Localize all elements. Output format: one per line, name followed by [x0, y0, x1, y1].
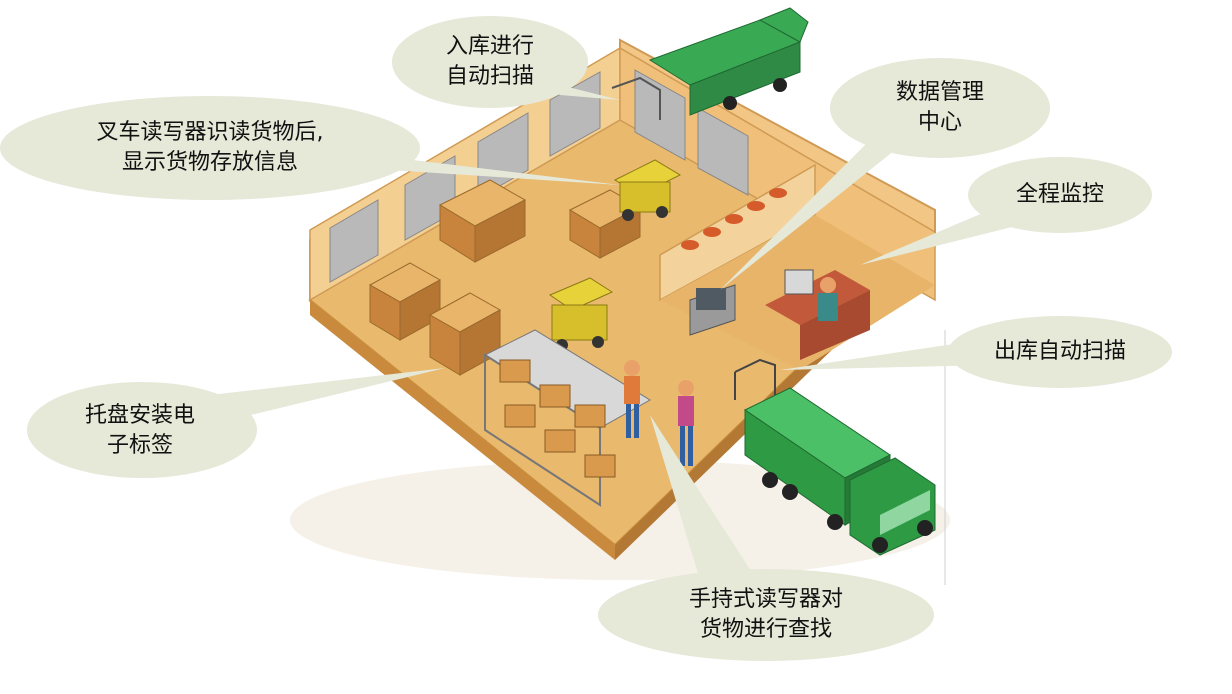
floor-edge-left: [310, 300, 615, 560]
callout-forklift-reader-line1: 叉车读写器识读货物后,: [96, 120, 324, 145]
worker-two: [624, 360, 640, 438]
callout-pallet-tag-line1: 托盘安装电: [84, 403, 195, 428]
callout-forklift-reader: 叉车读写器识读货物后, 显示货物存放信息: [20, 108, 400, 188]
shelf-goods: [681, 188, 787, 250]
callout-pallet-tag-line2: 子标签: [106, 433, 173, 458]
callout-bubbles: [0, 16, 1172, 661]
pallet-stack-4: [428, 292, 502, 376]
callout-handheld-reader: 手持式读写器对货物进行查找: [606, 575, 926, 655]
front-truck: [744, 387, 936, 556]
callout-inbound-scan: 入库进行自动扫描: [392, 22, 588, 102]
callout-forklift-reader-line2: 显示货物存放信息: [121, 150, 298, 175]
pallet-stack-3: [368, 262, 442, 341]
callout-pallet-tag: 托盘安装电子标签: [40, 392, 240, 470]
callout-inbound-scan-line2: 自动扫描: [445, 64, 534, 89]
callout-monitoring: 全程监控: [975, 175, 1145, 215]
callout-inbound-scan-line1: 入库进行: [445, 34, 534, 59]
callout-handheld-reader-line2: 货物进行查找: [699, 617, 832, 642]
pallet-stack-1: [438, 179, 527, 263]
monitoring-desk: [765, 269, 870, 360]
outbound-scanner-gate: [734, 358, 776, 400]
rear-truck: [648, 7, 809, 116]
worker-handheld: [678, 380, 694, 466]
callout-outbound-scan-line1: 出库自动扫描: [993, 339, 1126, 364]
callout-handheld-reader-line1: 手持式读写器对: [688, 587, 843, 612]
callout-data-center-line2: 中心: [917, 110, 962, 135]
callout-outbound-scan: 出库自动扫描: [955, 332, 1165, 372]
forklift-rear: [613, 159, 682, 221]
inbound-scanner-gate: [611, 76, 661, 120]
callout-monitoring-line1: 全程监控: [1015, 182, 1104, 207]
callout-data-center: 数据管理中心: [840, 68, 1040, 148]
storage-shelf: [483, 329, 651, 507]
data-terminal: [689, 284, 736, 336]
callout-data-center-line1: 数据管理: [895, 80, 984, 105]
forklift-front: [548, 277, 614, 351]
